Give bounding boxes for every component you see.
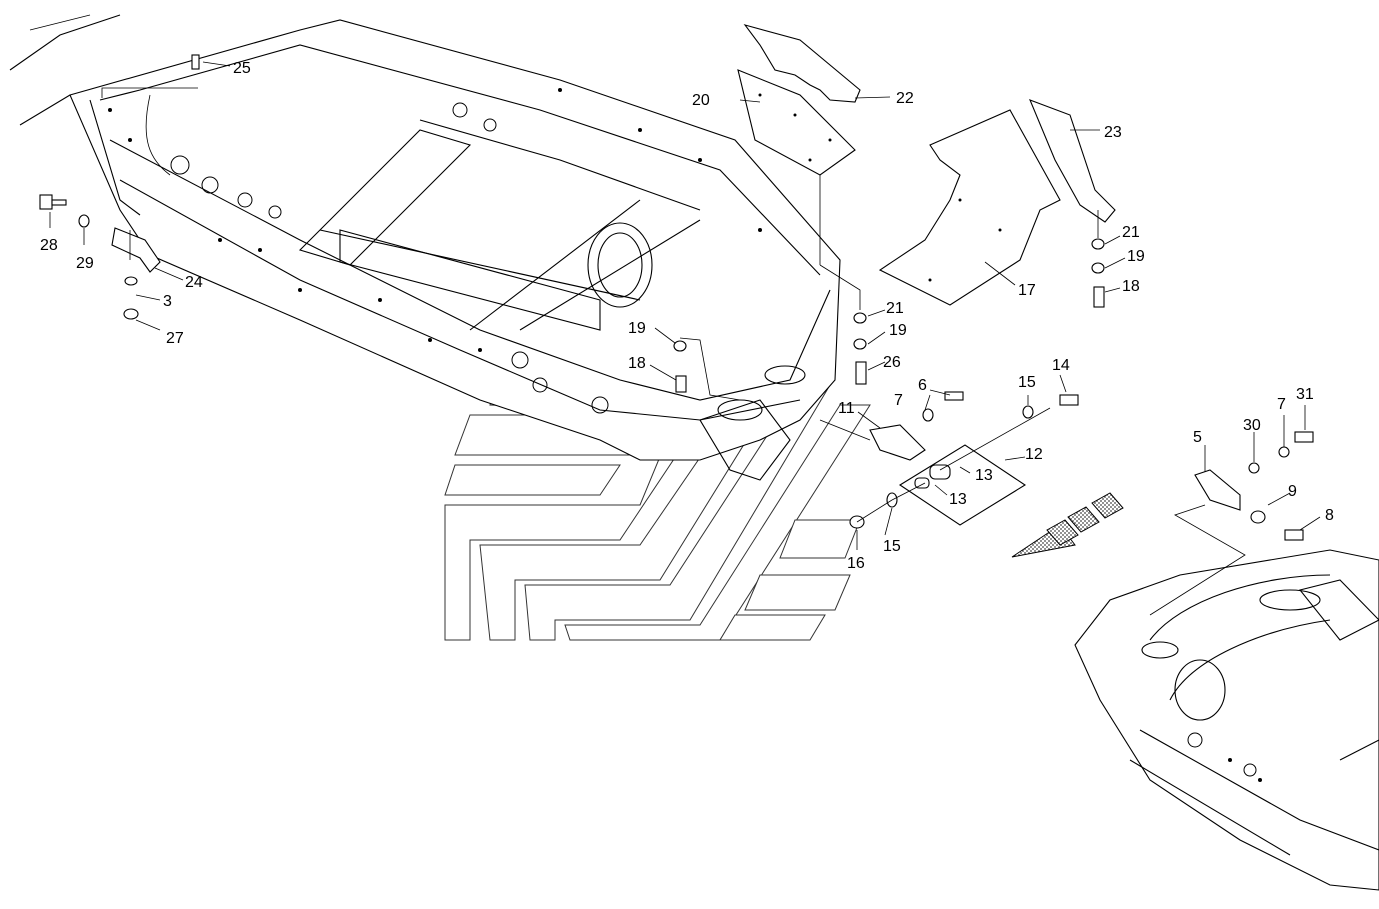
callout-label: 7 bbox=[894, 392, 903, 409]
callout-label: 12 bbox=[1025, 446, 1043, 463]
callout-label: 21 bbox=[1122, 224, 1140, 241]
callout-label: 9 bbox=[1288, 483, 1297, 500]
panel-part-17 bbox=[878, 109, 1061, 306]
callout-label: 23 bbox=[1104, 124, 1122, 141]
bracket-part-24 bbox=[111, 227, 161, 273]
callout-label: 6 bbox=[918, 377, 927, 394]
callout-label: 3 bbox=[163, 293, 172, 310]
callout-label: 22 bbox=[896, 90, 914, 107]
callout-label: 27 bbox=[166, 330, 184, 347]
callout-labels: 25 20 22 23 28 29 24 3 27 21 19 18 17 21… bbox=[40, 60, 1334, 572]
callout-label: 18 bbox=[628, 355, 646, 372]
callout-label: 29 bbox=[76, 255, 94, 272]
callout-label: 7 bbox=[1277, 396, 1286, 413]
callout-label: 11 bbox=[838, 400, 855, 417]
hardware bbox=[39, 54, 1314, 541]
bracket-part-22 bbox=[743, 24, 861, 103]
callout-label: 31 bbox=[1296, 386, 1314, 403]
callout-label: 14 bbox=[1052, 357, 1070, 374]
bracket-part-5 bbox=[1194, 469, 1241, 511]
callout-label: 21 bbox=[886, 300, 904, 317]
callout-label: 5 bbox=[1193, 429, 1202, 446]
callout-label: 16 bbox=[847, 555, 865, 572]
chassis-frame-main bbox=[9, 14, 841, 481]
callout-label: 26 bbox=[883, 354, 901, 371]
callout-label: 17 bbox=[1018, 282, 1036, 299]
callout-label: 19 bbox=[1127, 248, 1145, 265]
callout-label: 8 bbox=[1325, 507, 1334, 524]
callout-label: 15 bbox=[883, 538, 901, 555]
callout-label: 13 bbox=[975, 467, 993, 484]
plate-part-12 bbox=[898, 444, 1027, 526]
callout-label: 30 bbox=[1243, 417, 1261, 434]
callout-label: 15 bbox=[1018, 374, 1036, 391]
panel-part-23 bbox=[1029, 99, 1116, 223]
callout-label: 19 bbox=[889, 322, 907, 339]
callout-label: 20 bbox=[692, 92, 710, 109]
callout-label: 28 bbox=[40, 237, 58, 254]
callout-label: 13 bbox=[949, 491, 967, 508]
panel-part-20 bbox=[737, 69, 856, 176]
leader-lines bbox=[49, 61, 1321, 616]
callout-label: 25 bbox=[233, 60, 251, 77]
bracket-part-11 bbox=[869, 424, 926, 461]
callout-label: 19 bbox=[628, 320, 646, 337]
direction-arrow bbox=[1011, 492, 1124, 558]
callout-label: 18 bbox=[1122, 278, 1140, 295]
chassis-frame-detail bbox=[1074, 549, 1379, 891]
callout-label: 24 bbox=[185, 274, 203, 291]
